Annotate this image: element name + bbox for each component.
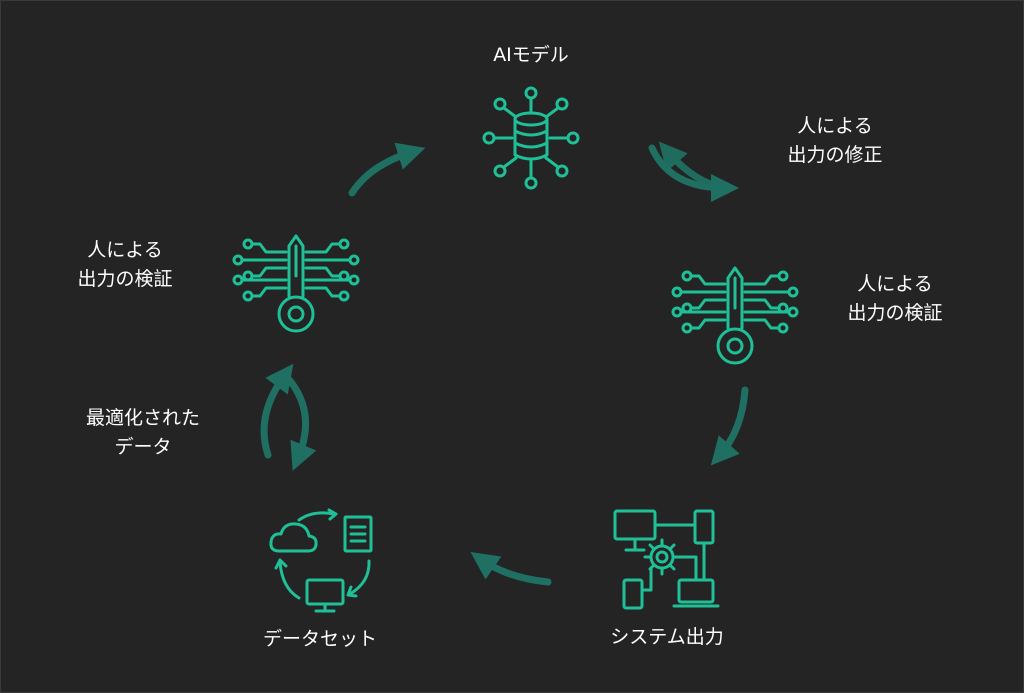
human-correction-line2: 出力の修正	[787, 144, 883, 166]
human-verification-left-label: 人による 出力の検証	[60, 236, 190, 294]
system-output-text: システム出力	[610, 626, 724, 648]
human-verification-left-line1: 人による	[87, 239, 163, 261]
dataset-text: データセット	[262, 628, 377, 650]
human-verification-right-line2: 出力の検証	[847, 302, 943, 324]
ai-model-text: AIモデル	[493, 44, 569, 66]
human-correction-line1: 人による	[797, 115, 873, 137]
cloud-cycle-icon	[269, 508, 373, 613]
cycle-arrows	[260, 141, 749, 586]
dataset-label: データセット	[245, 625, 395, 654]
circuit-key-icon-left	[232, 234, 360, 333]
system-output-label: システム出力	[592, 623, 742, 652]
ai-model-label: AIモデル	[471, 41, 591, 70]
system-devices-gear-icon	[613, 509, 720, 610]
database-network-icon	[482, 86, 580, 190]
optimized-data-line2: データ	[114, 436, 172, 458]
human-verification-right-line1: 人による	[857, 273, 933, 295]
human-verification-left-line2: 出力の検証	[77, 268, 173, 290]
human-correction-label: 人による 出力の修正	[770, 112, 900, 170]
circuit-key-icon-right	[671, 266, 799, 365]
human-verification-right-label: 人による 出力の検証	[830, 270, 960, 328]
optimized-data-label: 最適化された データ	[68, 404, 218, 462]
optimized-data-line1: 最適化された	[85, 407, 200, 429]
